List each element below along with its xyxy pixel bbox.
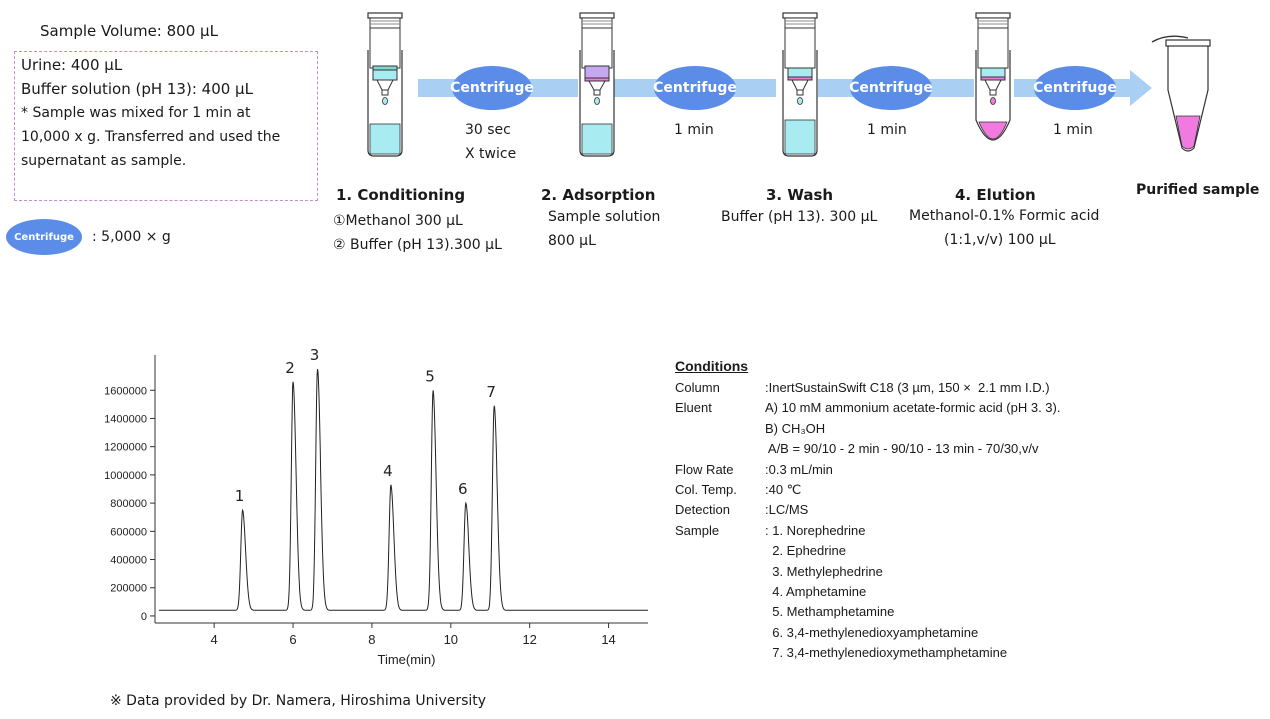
sample-note-line2: 10,000 x g. Transferred and used the: [21, 129, 281, 145]
condition-label: Flow Rate: [675, 461, 734, 477]
centrifuge-time-1: 30 sec: [465, 122, 511, 138]
urine-volume: Urine: 400 µL: [21, 56, 123, 74]
chromatogram-chart: 0 200000 400000 600000 800000 1000000 1200000 1…: [104, 346, 648, 667]
centrifuge-legend-text: : 5,000 × g: [92, 229, 171, 245]
centrifuge-oval-1: Centrifuge: [450, 66, 534, 110]
y-tick-label: 0: [141, 611, 147, 623]
centrifuge-legend-oval: Centrifuge: [6, 219, 82, 255]
condition-value: 2. Ephedrine: [765, 543, 846, 559]
purified-sample-label: Purified sample: [1136, 182, 1260, 198]
x-tick-label: 12: [522, 632, 536, 647]
y-tick-label: 1200000: [104, 442, 147, 454]
centrifuge-oval-4: Centrifuge: [1033, 66, 1117, 110]
condition-value: A) 10 mM ammonium acetate-formic acid (p…: [765, 400, 1061, 416]
spe-column-wash-icon: [782, 12, 818, 157]
condition-label: Detection: [675, 502, 730, 518]
condition-value: B) CH₃OH: [765, 420, 826, 436]
sample-note-line3: supernatant as sample.: [21, 153, 187, 169]
step-2-title: 2. Adsorption: [541, 186, 656, 204]
buffer-volume: Buffer solution (pH 13): 400 µL: [21, 80, 253, 98]
step-2-line2: 800 µL: [548, 233, 596, 249]
y-tick-label: 200000: [110, 583, 147, 595]
condition-value: 5. Methamphetamine: [765, 604, 895, 620]
y-tick-label: 1400000: [104, 413, 147, 425]
step-4-line2: (1:1,v/v) 100 µL: [944, 232, 1056, 248]
centrifuge-time-2: 1 min: [674, 122, 714, 138]
spe-column-elution-icon: [975, 12, 1011, 141]
peak-label: 2: [285, 359, 295, 377]
sample-volume: Sample Volume: 800 µL: [40, 22, 218, 40]
sample-note-line1: * Sample was mixed for 1 min at: [21, 105, 251, 121]
condition-value: : 1. Norephedrine: [765, 522, 866, 538]
purified-sample-tube-icon: [1151, 35, 1211, 152]
sample-info-box: [14, 51, 318, 201]
condition-value: 4. Amphetamine: [765, 584, 867, 599]
peak-label: 1: [235, 487, 245, 505]
x-tick-label: 4: [211, 632, 218, 647]
condition-label: Sample: [675, 522, 720, 538]
condition-value: A/B = 90/10 - 2 min - 90/10 - 13 min - 7…: [765, 441, 1039, 457]
step-4-line1: Methanol-0.1% Formic acid: [909, 208, 1100, 224]
step-1-title: 1. Conditioning: [336, 186, 466, 204]
peak-label: 3: [310, 346, 320, 364]
footnote: ※ Data provided by Dr. Namera, Hiroshima…: [110, 693, 487, 709]
condition-value: 6. 3,4-methylenedioxyamphetamine: [765, 624, 979, 640]
spe-column-conditioning-icon: [367, 12, 403, 157]
x-axis-label: Time(min): [377, 652, 435, 667]
condition-value: :InertSustainSwift C18 (3 µm, 150 × 2.1 …: [765, 380, 1050, 395]
peak-label: 5: [425, 367, 435, 385]
peak-label: 6: [458, 480, 468, 498]
x-tick-label: 8: [368, 632, 375, 647]
step-3-title: 3. Wash: [766, 186, 834, 204]
chromatogram-trace: [158, 369, 648, 611]
x-tick-label: 14: [601, 632, 615, 647]
centrifuge-time-4: 1 min: [1053, 122, 1093, 138]
peak-label: 7: [486, 383, 496, 401]
x-tick-label: 6: [289, 632, 296, 647]
y-tick-label: 1000000: [104, 470, 147, 482]
x-tick-label: 10: [444, 632, 458, 647]
y-tick-label: 400000: [110, 555, 147, 567]
step-1-line2: ② Buffer (pH 13).300 µL: [333, 237, 502, 253]
condition-value: :0.3 mL/min: [765, 461, 833, 477]
condition-label: Column: [675, 380, 720, 395]
y-tick-label: 800000: [110, 498, 147, 510]
step-3-line1: Buffer (pH 13). 300 µL: [721, 209, 878, 225]
peak-label: 4: [383, 462, 393, 480]
y-tick-label: 600000: [110, 526, 147, 538]
arrow-head: [1130, 70, 1152, 106]
spe-column-adsorption-icon: [579, 12, 615, 157]
centrifuge-time-3: 1 min: [867, 122, 907, 138]
centrifuge-repeat-1: X twice: [465, 146, 517, 162]
condition-value: :40 ℃: [765, 482, 802, 497]
step-4-title: 4. Elution: [955, 186, 1036, 204]
centrifuge-oval-2: Centrifuge: [653, 66, 737, 110]
step-1-line1: ①Methanol 300 µL: [333, 213, 463, 229]
condition-value: :LC/MS: [765, 502, 809, 518]
step-2-line1: Sample solution: [548, 209, 661, 225]
conditions-heading: Conditions: [675, 358, 749, 374]
centrifuge-oval-3: Centrifuge: [849, 66, 933, 110]
condition-label: Col. Temp.: [675, 482, 737, 497]
condition-value: 3. Methylephedrine: [765, 563, 883, 579]
condition-label: Eluent: [675, 400, 712, 416]
y-tick-label: 1600000: [104, 385, 147, 397]
condition-value: 7. 3,4-methylenedioxymethamphetamine: [765, 645, 1008, 661]
